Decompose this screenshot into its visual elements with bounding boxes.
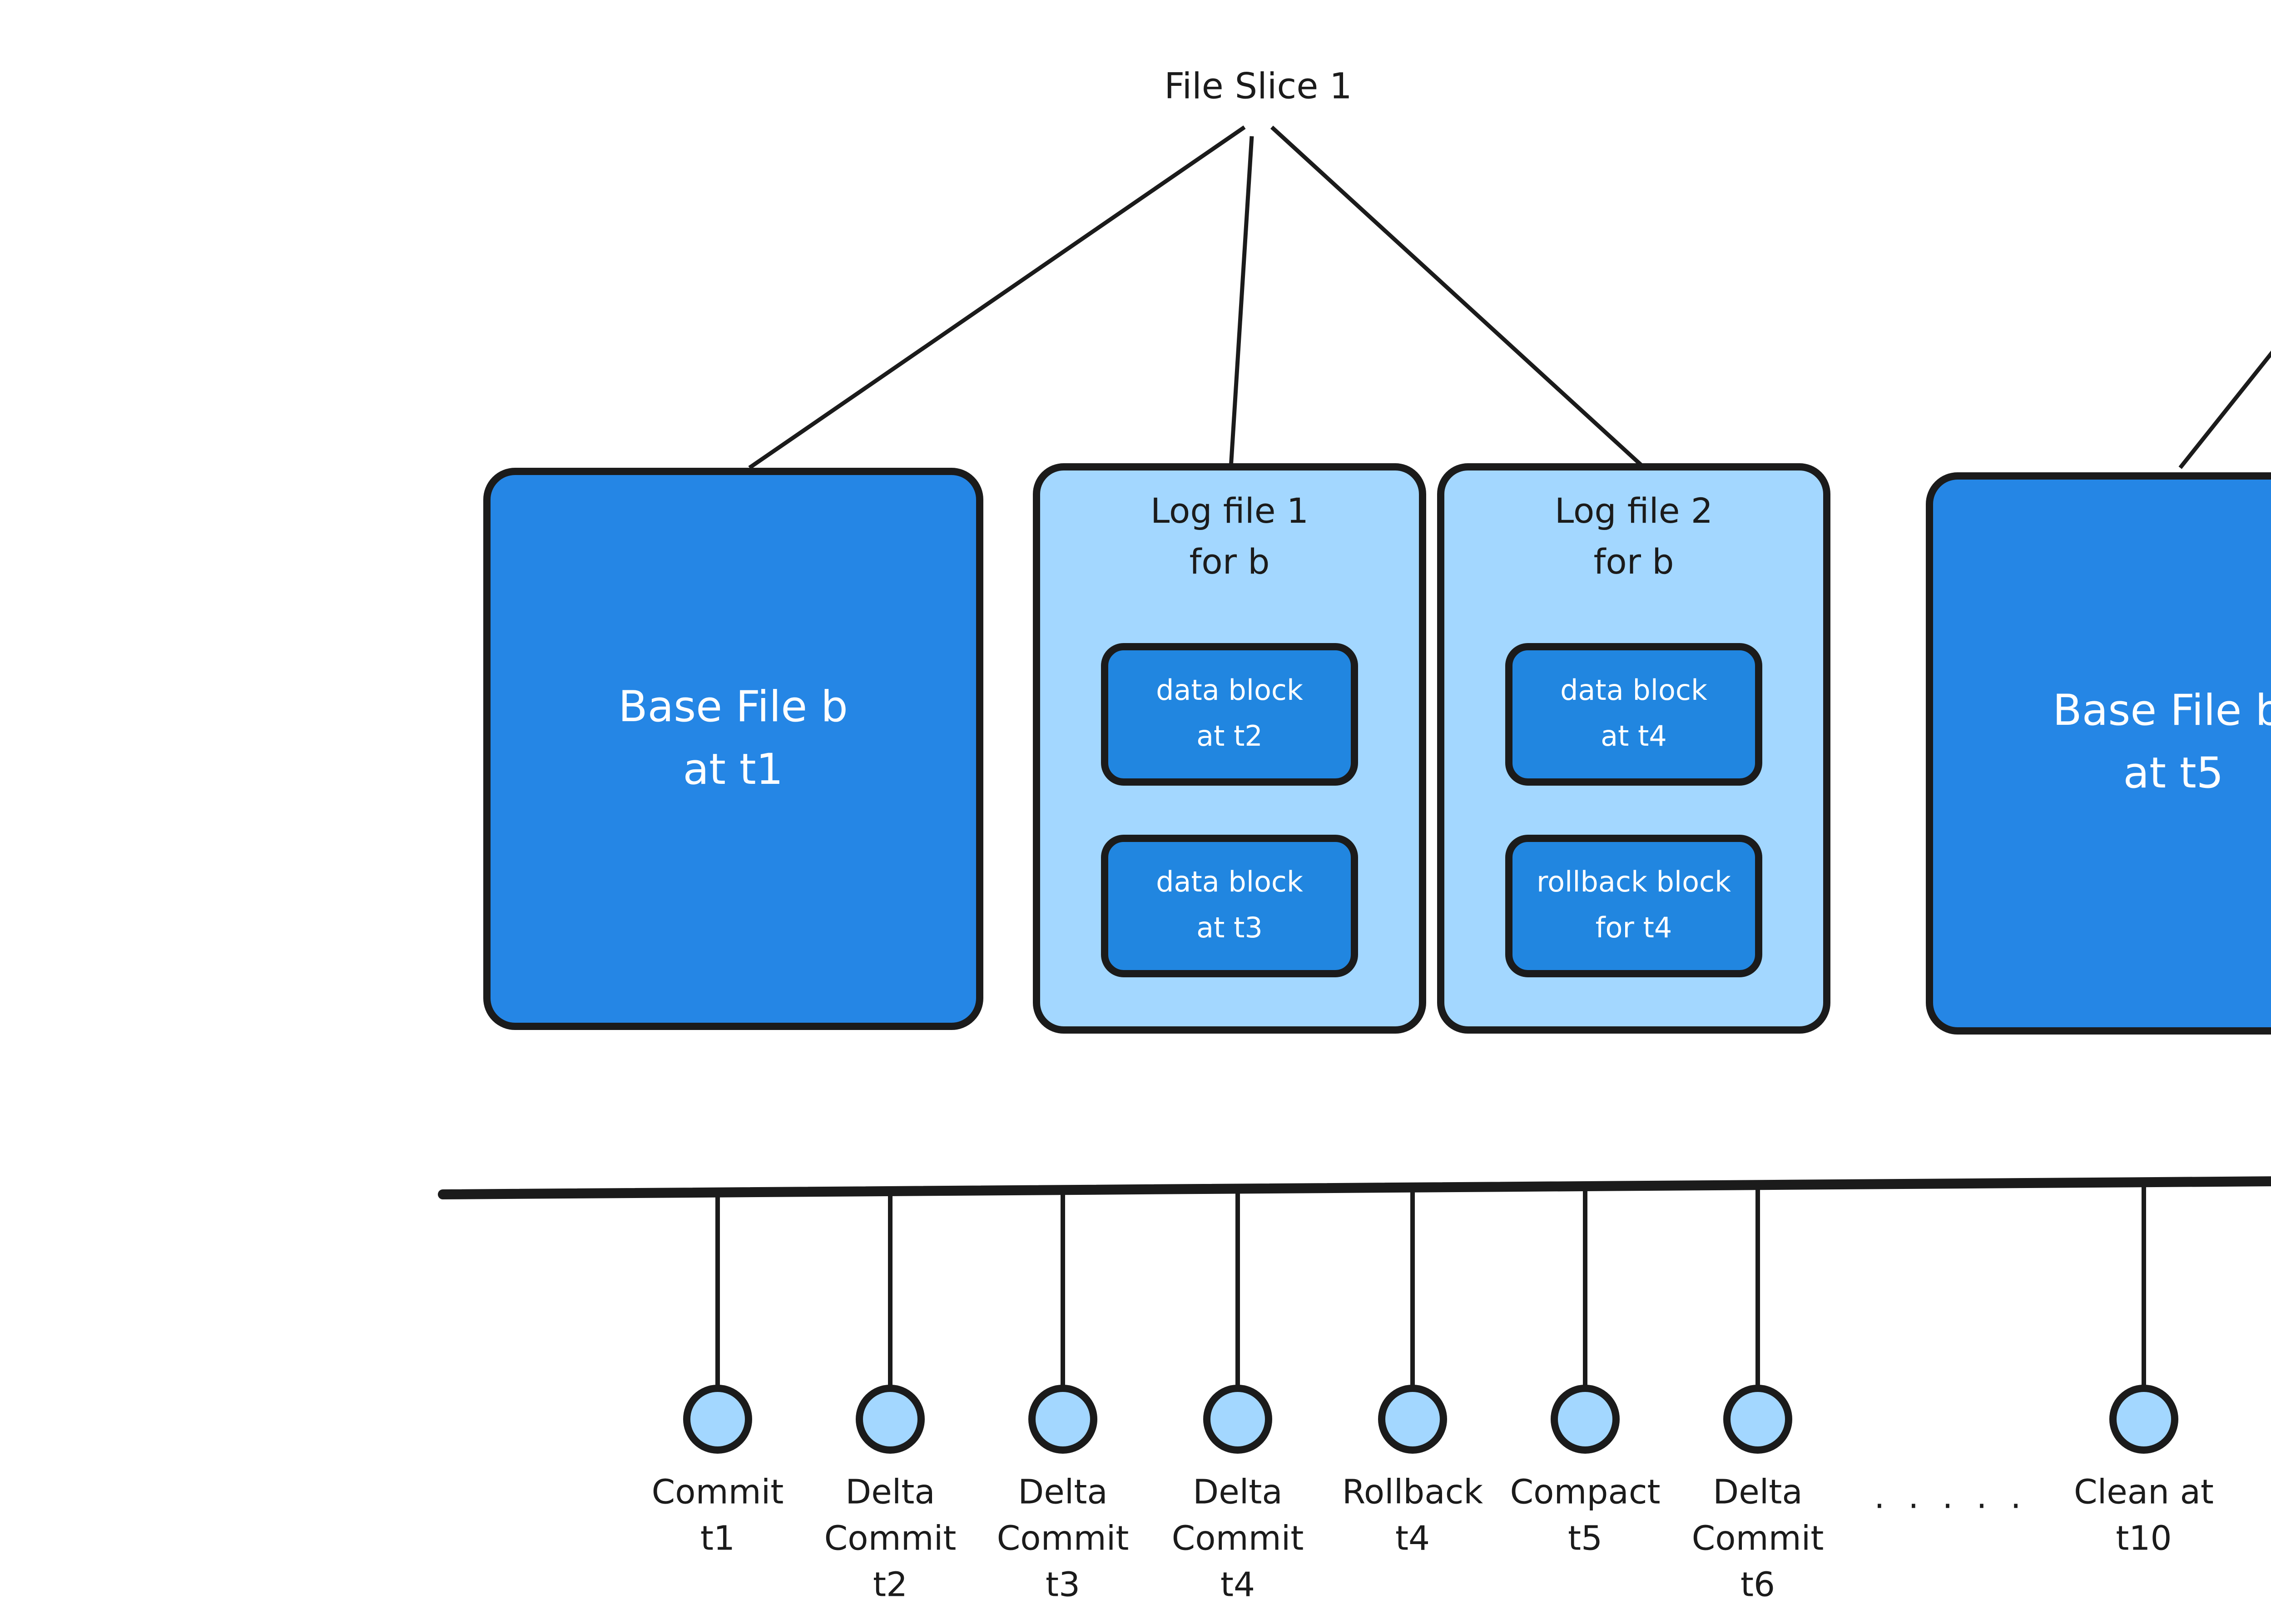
slice-1-connectors bbox=[748, 125, 1646, 470]
timeline-tick-rollback-t4[interactable]: Rollback t4 bbox=[1342, 1187, 1483, 1558]
timeline-tick-commit-t1[interactable]: Commit t1 bbox=[652, 1193, 784, 1558]
data-block-t2-line2: at t2 bbox=[1196, 719, 1263, 753]
data-block-t2[interactable]: data block at t2 bbox=[1101, 643, 1358, 786]
tick-circle-icon bbox=[1378, 1385, 1447, 1454]
tick-label-line3: t3 bbox=[1046, 1565, 1080, 1604]
rollback-block-t4-line2: for t4 bbox=[1596, 911, 1672, 944]
tick-circle-icon bbox=[1723, 1385, 1792, 1454]
timeline-axis bbox=[438, 1176, 2271, 1199]
data-block-t4-line1: data block bbox=[1560, 673, 1707, 707]
slice-1-connector-base bbox=[748, 125, 1246, 470]
slice-1-connector-log1 bbox=[1229, 136, 1254, 468]
base-file-b-title-line2: at t1 bbox=[683, 745, 783, 794]
tick-circle-icon bbox=[683, 1385, 752, 1454]
data-block-t4-rect bbox=[1505, 643, 1762, 786]
log-file-1-b-title-line1: Log file 1 bbox=[1150, 490, 1309, 531]
data-block-t3-line1: data block bbox=[1156, 865, 1303, 898]
tick-label-line2: Commit bbox=[1692, 1519, 1824, 1558]
tick-circle-icon bbox=[1551, 1385, 1620, 1454]
rollback-block-t4-rect bbox=[1505, 835, 1762, 977]
rollback-block-t4[interactable]: rollback block for t4 bbox=[1505, 835, 1762, 977]
timeline-tick-delta-commit-t4[interactable]: Delta Commit t4 bbox=[1172, 1188, 1304, 1604]
timeline-tick-delta-commit-t6[interactable]: Delta Commit t6 bbox=[1692, 1185, 1824, 1604]
base-file-b-prime-title-line1: Base File b' bbox=[2053, 686, 2271, 735]
data-block-t3[interactable]: data block at t3 bbox=[1101, 835, 1358, 977]
tick-label-line1: Clean at bbox=[2074, 1473, 2214, 1512]
tick-label-line2: t1 bbox=[700, 1519, 735, 1558]
tick-label-line1: Compact bbox=[1510, 1473, 1660, 1512]
log-file-1-b[interactable]: Log file 1 for b data block at t2 data b… bbox=[1033, 463, 1426, 1034]
tick-label-line1: Delta bbox=[1018, 1473, 1107, 1512]
base-file-b-rect bbox=[483, 468, 983, 1030]
data-block-t3-rect bbox=[1101, 835, 1358, 977]
timeline-ellipsis-1: . . . . . bbox=[1874, 1477, 2028, 1516]
tick-label-line1: Delta bbox=[1193, 1473, 1282, 1512]
log-file-2-b[interactable]: Log file 2 for b data block at t4 rollba… bbox=[1437, 463, 1830, 1034]
tick-label-line2: t4 bbox=[1395, 1519, 1430, 1558]
timeline-tick-clean-t10[interactable]: Clean at t10 bbox=[2074, 1182, 2214, 1558]
timeline-tick-delta-commit-t3[interactable]: Delta Commit t3 bbox=[997, 1190, 1129, 1604]
data-block-t2-line1: data block bbox=[1156, 673, 1303, 707]
timeline-axis-line bbox=[438, 1176, 2271, 1199]
tick-label-line1: Delta bbox=[1713, 1473, 1802, 1512]
base-file-b-prime-title-line2: at t5 bbox=[2123, 748, 2223, 798]
tick-circle-icon bbox=[856, 1385, 925, 1454]
base-file-b[interactable]: Base File b at t1 bbox=[483, 468, 983, 1030]
tick-label-line1: Rollback bbox=[1342, 1473, 1483, 1512]
base-file-b-prime-rect bbox=[1926, 472, 2271, 1035]
timeline-tick-compact-t5[interactable]: Compact t5 bbox=[1510, 1186, 1661, 1558]
slice-1-label: File Slice 1 bbox=[1164, 66, 1352, 107]
tick-circle-icon bbox=[1203, 1385, 1272, 1454]
rollback-block-t4-line1: rollback block bbox=[1537, 865, 1731, 898]
tick-label-line1: Commit bbox=[652, 1473, 784, 1512]
data-block-t4[interactable]: data block at t4 bbox=[1505, 643, 1762, 786]
tick-label-line2: Commit bbox=[1172, 1519, 1304, 1558]
tick-circle-icon bbox=[2109, 1385, 2178, 1454]
tick-label-line2: Commit bbox=[824, 1519, 957, 1558]
tick-circle-icon bbox=[1028, 1385, 1097, 1454]
slice-2-connector-base bbox=[2178, 350, 2271, 469]
tick-label-line2: t10 bbox=[2116, 1519, 2172, 1558]
log-file-1-b-title-line2: for b bbox=[1190, 541, 1270, 582]
log-file-2-b-title-line2: for b bbox=[1594, 541, 1674, 582]
slice-2-connectors bbox=[2178, 350, 2271, 469]
slice-1-connector-log2 bbox=[1270, 125, 1646, 470]
tick-label-line3: t2 bbox=[873, 1565, 907, 1604]
log-file-2-b-title-line1: Log file 2 bbox=[1555, 490, 1713, 531]
base-file-b-title-line1: Base File b bbox=[618, 682, 848, 732]
tick-label-line3: t4 bbox=[1220, 1565, 1255, 1604]
base-file-b-prime[interactable]: Base File b' at t5 bbox=[1926, 472, 2271, 1035]
tick-label-line2: Commit bbox=[997, 1519, 1129, 1558]
tick-label-line3: t6 bbox=[1740, 1565, 1775, 1604]
data-block-t4-line2: at t4 bbox=[1601, 719, 1667, 753]
tick-label-line2: t5 bbox=[1568, 1519, 1602, 1558]
timeline-tick-delta-commit-t2[interactable]: Delta Commit t2 bbox=[824, 1191, 957, 1604]
data-block-t2-rect bbox=[1101, 643, 1358, 786]
data-block-t3-line2: at t3 bbox=[1196, 911, 1263, 944]
tick-label-line1: Delta bbox=[845, 1473, 935, 1512]
